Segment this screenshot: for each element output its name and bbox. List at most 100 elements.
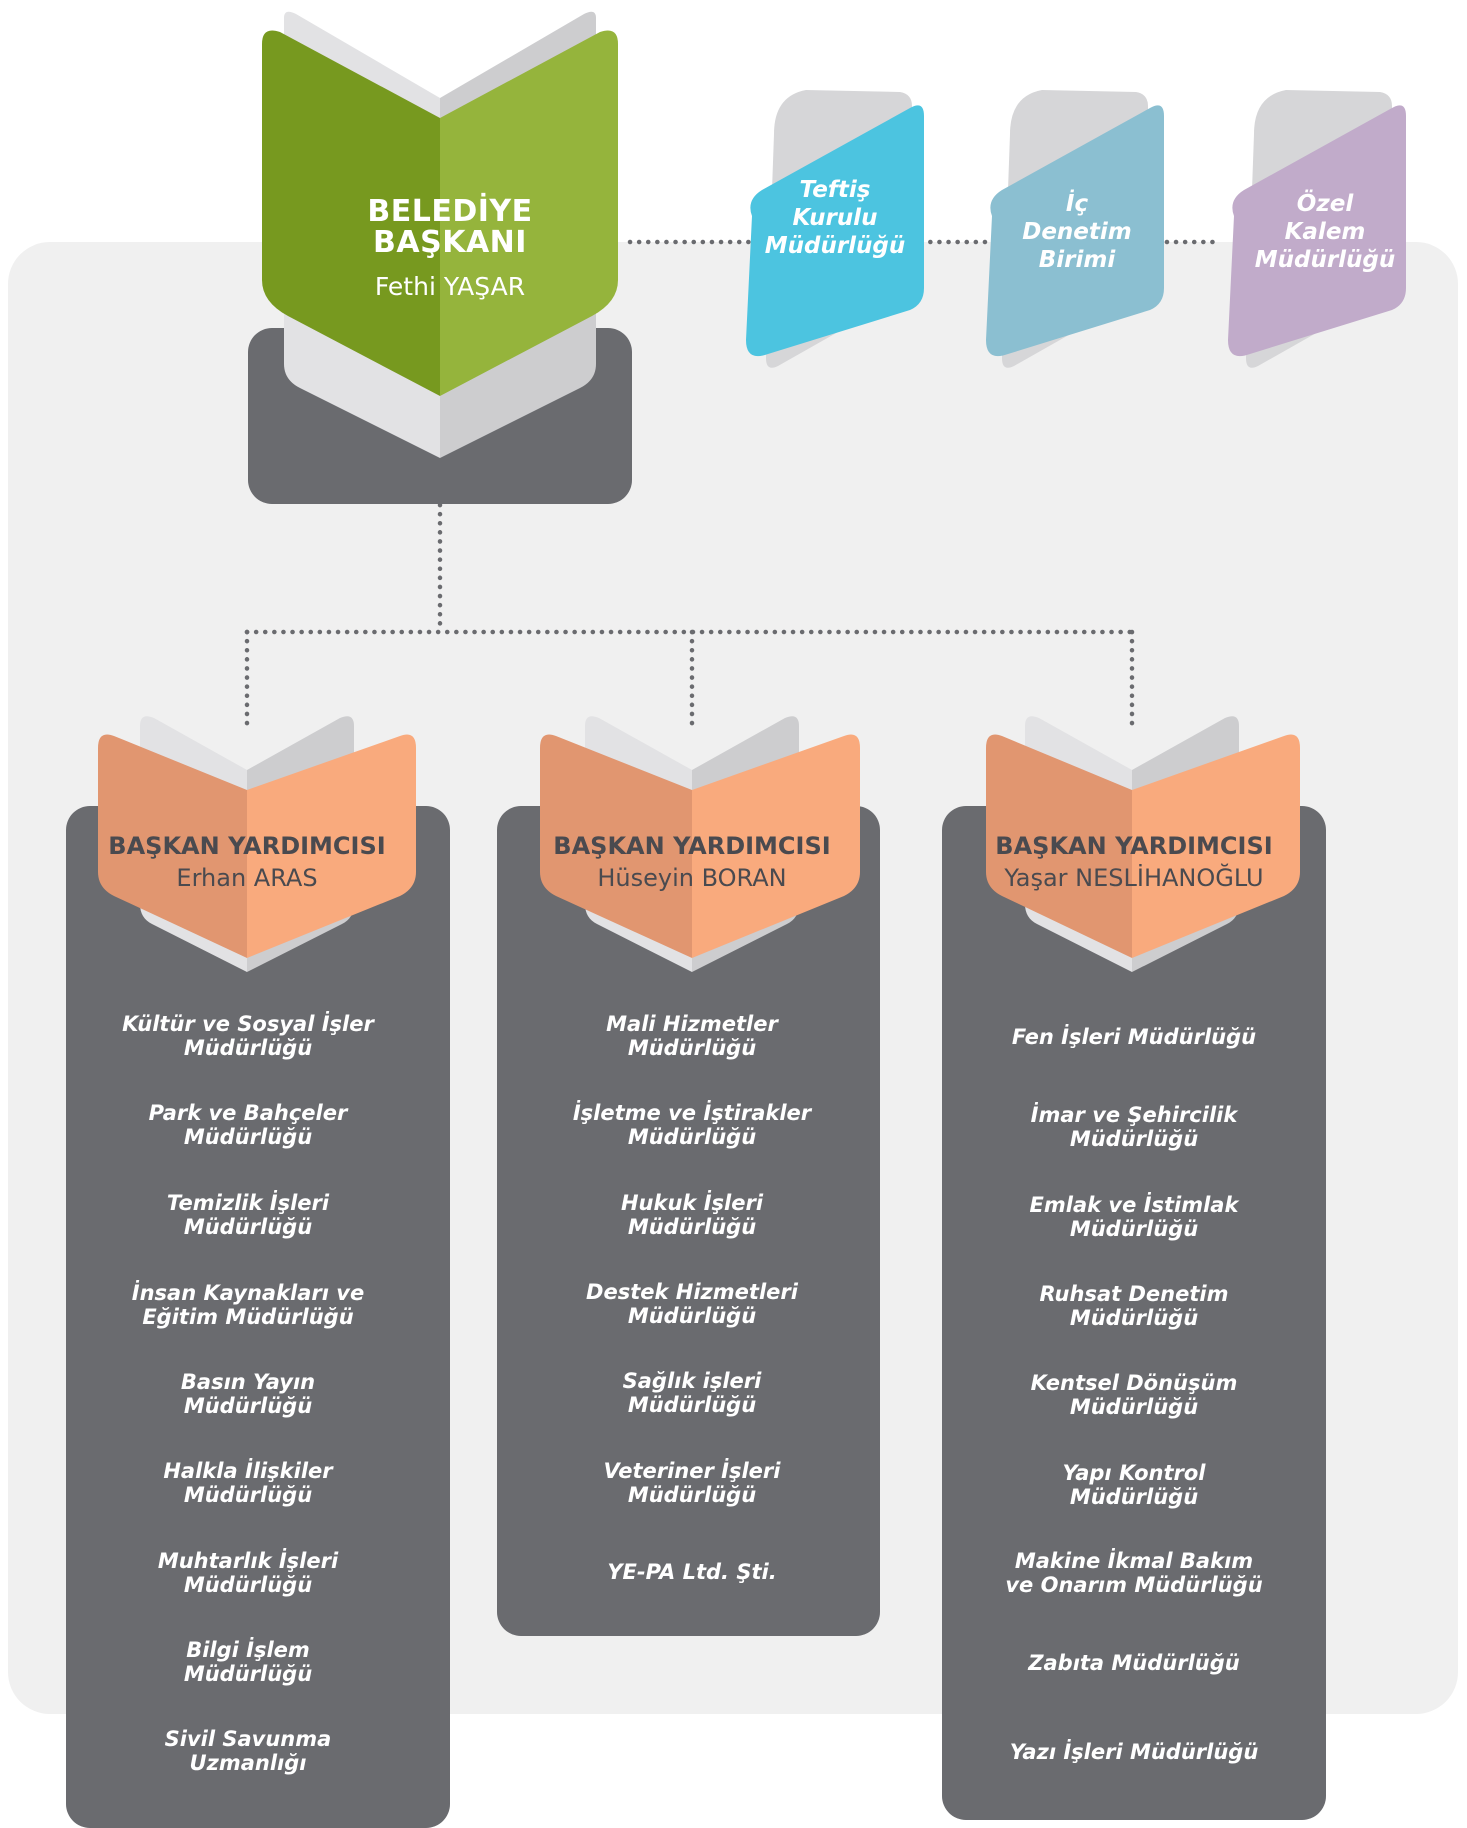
mayor-name: Fethi YAŞAR (374, 272, 526, 301)
department-line: Müdürlüğü (627, 1215, 757, 1239)
department-line: Müdürlüğü (183, 1394, 313, 1418)
department-line: Makine İkmal Bakım (1014, 1549, 1254, 1573)
department-line: Sağlık işleri (622, 1369, 762, 1393)
department-line: Yazı İşleri Müdürlüğü (1009, 1740, 1259, 1764)
department-line: Yapı Kontrol (1062, 1461, 1206, 1485)
deputy-panel-2 (497, 806, 880, 1636)
deputy-book-1 (98, 716, 416, 972)
unit-ic-denetim (986, 90, 1164, 368)
unit-line: Özel (1296, 191, 1354, 217)
department-line: Temizlik İşleri (166, 1191, 330, 1215)
department-line: Park ve Bahçeler (148, 1101, 348, 1125)
department-line: Zabıta Müdürlüğü (1028, 1651, 1240, 1675)
department-line: Hukuk İşleri (620, 1191, 764, 1215)
department-line: Müdürlüğü (627, 1304, 757, 1328)
department-line: Sivil Savunma (164, 1727, 332, 1751)
mayor-title: BELEDİYE BAŞKANI (300, 196, 600, 258)
unit-teftis-label: Teftiş Kurulu Müdürlüğü (750, 176, 920, 260)
department-line: Fen İşleri Müdürlüğü (1011, 1025, 1257, 1049)
deputy-2-title: BAŞKAN YARDIMCISI (553, 832, 831, 860)
department-line: Muhtarlık İşleri (157, 1549, 339, 1573)
unit-ozel-kalem-label: Özel Kalem Müdürlüğü (1240, 190, 1410, 274)
deputy-1-title: BAŞKAN YARDIMCISI (108, 832, 386, 860)
mayor-page-right (440, 30, 618, 396)
deputy-panel-1 (66, 806, 450, 1828)
department-line: Müdürlüğü (183, 1662, 313, 1686)
department-line: Kültür ve Sosyal İşler (122, 1012, 374, 1036)
unit-line: Kurulu (792, 205, 878, 231)
deputy-book-2 (540, 716, 860, 972)
mayor-title-line2: BAŞKANI (373, 225, 527, 260)
department-line: Müdürlüğü (627, 1036, 757, 1060)
department-line: Müdürlüğü (1069, 1217, 1199, 1241)
department-item: Yazı İşleri Müdürlüğü (964, 1740, 1304, 1764)
deputy-3-title: BAŞKAN YARDIMCISI (995, 832, 1273, 860)
department-line: Müdürlüğü (183, 1036, 313, 1060)
unit-line: Kalem (1284, 219, 1366, 245)
department-line: Emlak ve İstimlak (1029, 1193, 1239, 1217)
department-line: Müdürlüğü (627, 1483, 757, 1507)
department-item: YE-PA Ltd. Şti. (522, 1560, 862, 1584)
department-line: Müdürlüğü (183, 1483, 313, 1507)
department-line: Müdürlüğü (1069, 1395, 1199, 1419)
department-line: Müdürlüğü (183, 1125, 313, 1149)
mayor-page-left (262, 30, 440, 396)
department-line: Basın Yayın (180, 1370, 316, 1394)
department-line: Ruhsat Denetim (1039, 1282, 1229, 1306)
department-line: İmar ve Şehircilik (1030, 1103, 1238, 1127)
department-line: Destek Hizmetleri (586, 1280, 798, 1304)
department-line: Eğitim Müdürlüğü (142, 1305, 354, 1329)
department-line: Uzmanlığı (189, 1751, 307, 1775)
department-line: ve Onarım Müdürlüğü (1005, 1573, 1263, 1597)
deputy-panel-3 (942, 806, 1326, 1820)
department-line: Müdürlüğü (183, 1573, 313, 1597)
department-item: Fen İşleri Müdürlüğü (964, 1025, 1304, 1049)
department-line: İnsan Kaynakları ve (131, 1281, 365, 1305)
department-line: İşletme ve İştirakler (572, 1101, 812, 1125)
unit-ozel-kalem (1228, 90, 1406, 368)
unit-ic-denetim-label: İç Denetim Birimi (992, 190, 1162, 274)
mayor-title-line1: BELEDİYE (367, 194, 533, 229)
deputy-2-name: Hüseyin BORAN (597, 864, 787, 892)
unit-line: Müdürlüğü (764, 233, 906, 259)
department-line: Halkla İlişkiler (163, 1459, 333, 1483)
mayor-book (248, 11, 632, 504)
department-line: Müdürlüğü (627, 1125, 757, 1149)
department-line: Bilgi İşlem (186, 1638, 310, 1662)
department-line: Müdürlüğü (1069, 1127, 1199, 1151)
department-line: Müdürlüğü (1069, 1306, 1199, 1330)
department-line: Müdürlüğü (627, 1393, 757, 1417)
department-line: Mali Hizmetler (606, 1012, 778, 1036)
deputy-book-3 (986, 716, 1300, 972)
deputy-1-name: Erhan ARAS (176, 864, 318, 892)
deputy-3-name: Yaşar NESLİHANOĞLU (1004, 864, 1264, 892)
unit-line: Birimi (1038, 247, 1116, 273)
department-item: Zabıta Müdürlüğü (964, 1651, 1304, 1675)
department-line: Kentsel Dönüşüm (1030, 1371, 1238, 1395)
unit-line: Müdürlüğü (1254, 247, 1396, 273)
department-line: YE-PA Ltd. Şti. (607, 1560, 777, 1584)
unit-line: Teftiş (799, 177, 871, 203)
unit-line: İç (1065, 191, 1089, 217)
unit-teftis (746, 90, 924, 368)
department-line: Müdürlüğü (1069, 1485, 1199, 1509)
department-line: Veteriner İşleri (603, 1459, 781, 1483)
